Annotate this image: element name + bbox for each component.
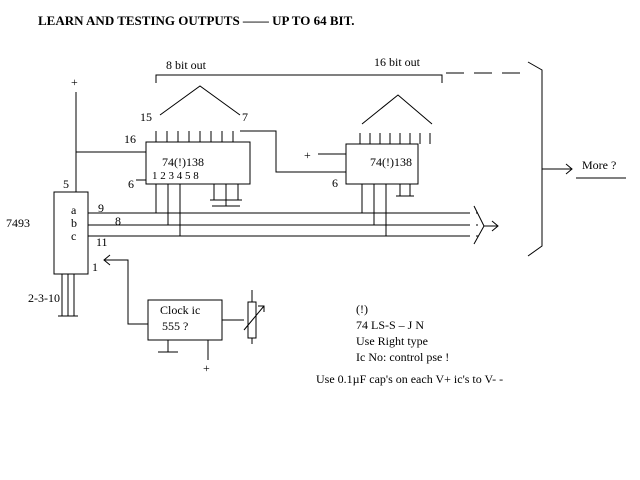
pin-8-label: 8 bbox=[115, 214, 121, 228]
plus-top: + bbox=[71, 75, 78, 89]
pin-6-left-label: 6 bbox=[128, 177, 134, 191]
diagram-title: LEARN AND TESTING OUTPUTS —— UP TO 64 BI… bbox=[38, 13, 355, 28]
clock-ic-label: Clock ic bbox=[160, 303, 200, 317]
clock-arrow-head bbox=[103, 254, 111, 266]
bus-arrow-head bbox=[491, 220, 499, 232]
plus-mid: + bbox=[304, 148, 311, 162]
bracket-16bit bbox=[155, 74, 443, 83]
chip-138-first-output-pins bbox=[155, 131, 234, 142]
pin-11-label: 11 bbox=[96, 235, 108, 249]
plus-bottom: + bbox=[203, 361, 210, 375]
pin-6-right-label: 6 bbox=[332, 176, 338, 190]
wire-cascade-chip1-chip2 bbox=[240, 130, 346, 173]
pin-b-label: b bbox=[71, 216, 77, 230]
pot-wiper-arrow bbox=[258, 305, 265, 312]
chip-7493-body bbox=[53, 191, 89, 275]
pot-wiper bbox=[243, 305, 265, 331]
chip-138-first-body bbox=[145, 141, 251, 185]
pin-a-label: a bbox=[71, 203, 77, 217]
pin-16-label: 16 bbox=[124, 132, 136, 146]
label-16-bit-out: 16 bit out bbox=[374, 55, 421, 69]
note-line-1: (!) bbox=[356, 302, 368, 316]
label-more: More ? bbox=[582, 158, 616, 172]
chip-138-first-label: 74(!)138 bbox=[162, 155, 204, 169]
note-line-5: Use 0.1µF cap's on each V+ ic's to V- - bbox=[316, 372, 503, 386]
pins-2-3-10-label: 2-3-10 bbox=[28, 291, 60, 305]
pin-1-label: 1 bbox=[92, 260, 98, 274]
chip1-output-caret bbox=[159, 85, 241, 116]
chip-138-second-body bbox=[345, 143, 419, 185]
chip-7493-label: 7493 bbox=[6, 216, 30, 230]
pin-c-label: c bbox=[71, 229, 76, 243]
note-line-4: Ic No: control pse ! bbox=[356, 350, 449, 364]
chip-138-second-label: 74(!)138 bbox=[370, 155, 412, 169]
wire-clock-to-7493 bbox=[104, 259, 148, 325]
chip2-output-caret bbox=[361, 94, 433, 125]
pin-9-label: 9 bbox=[98, 201, 104, 215]
chip-138-second-output-pins bbox=[359, 133, 431, 144]
note-line-2: 74 LS-S – J N bbox=[356, 318, 424, 332]
pin-5-label: 5 bbox=[63, 177, 69, 191]
note-line-3: Use Right type bbox=[356, 334, 428, 348]
pin-7-label: 7 bbox=[242, 110, 248, 124]
clock-ic-label-2: 555 ? bbox=[162, 319, 188, 333]
pin-15-label: 15 bbox=[140, 110, 152, 124]
label-8-bit-out: 8 bit out bbox=[166, 58, 207, 72]
more-arrow-head bbox=[565, 163, 573, 175]
bracket-more bbox=[527, 61, 543, 257]
chip-138-first-pins: 1 2 3 4 5 8 bbox=[152, 170, 199, 182]
clock-ic-body bbox=[147, 299, 223, 341]
bus-brace bbox=[473, 205, 485, 245]
